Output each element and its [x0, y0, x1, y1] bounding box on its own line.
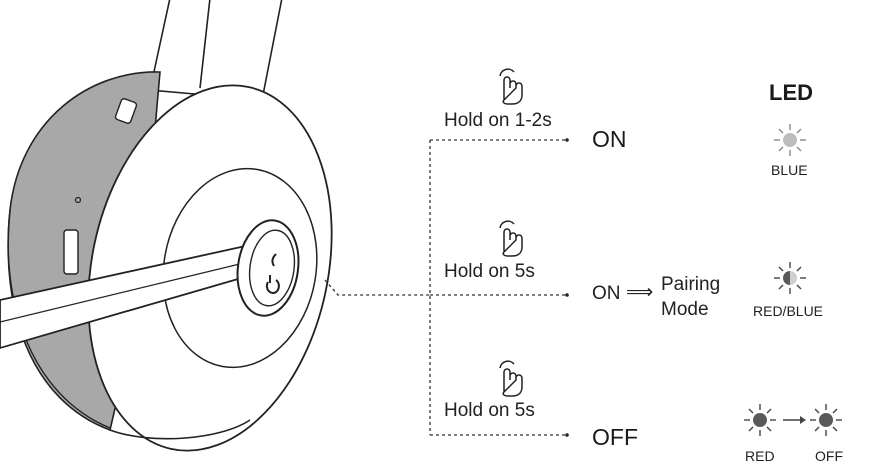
- row-1-result: ON: [592, 126, 627, 152]
- row-3-action: Hold on 5s: [444, 400, 535, 421]
- led-light-icon: [774, 262, 806, 294]
- power-button-icon[interactable]: [232, 216, 305, 319]
- hand-press-icon: [499, 220, 523, 257]
- right-arrow-icon: [783, 416, 806, 424]
- row-1-action: Hold on 1-2s: [444, 110, 552, 131]
- row-3-led-label-red: RED: [745, 448, 775, 464]
- led-header: LED: [769, 80, 813, 105]
- row-2-result: ON: [592, 283, 621, 304]
- hand-press-icon: [499, 360, 523, 397]
- row-2-led-label: RED/BLUE: [753, 303, 824, 319]
- headband: [149, 0, 283, 101]
- row-2-mode-line1: Pairing: [661, 274, 721, 295]
- connector-lines: [324, 139, 566, 436]
- led-light-icon: [744, 404, 776, 436]
- row-2-action: Hold on 5s: [444, 261, 535, 282]
- hand-press-icon: [499, 68, 523, 105]
- row-3-result: OFF: [592, 424, 638, 450]
- row-2-arrow: ⟹: [626, 282, 654, 303]
- row-3-led-label-off: OFF: [815, 448, 843, 464]
- row-2-mode-line2: Mode: [661, 299, 709, 320]
- led-light-icon: [774, 124, 806, 156]
- led-light-icon: [810, 404, 842, 436]
- row-1-led-label: BLUE: [771, 162, 808, 178]
